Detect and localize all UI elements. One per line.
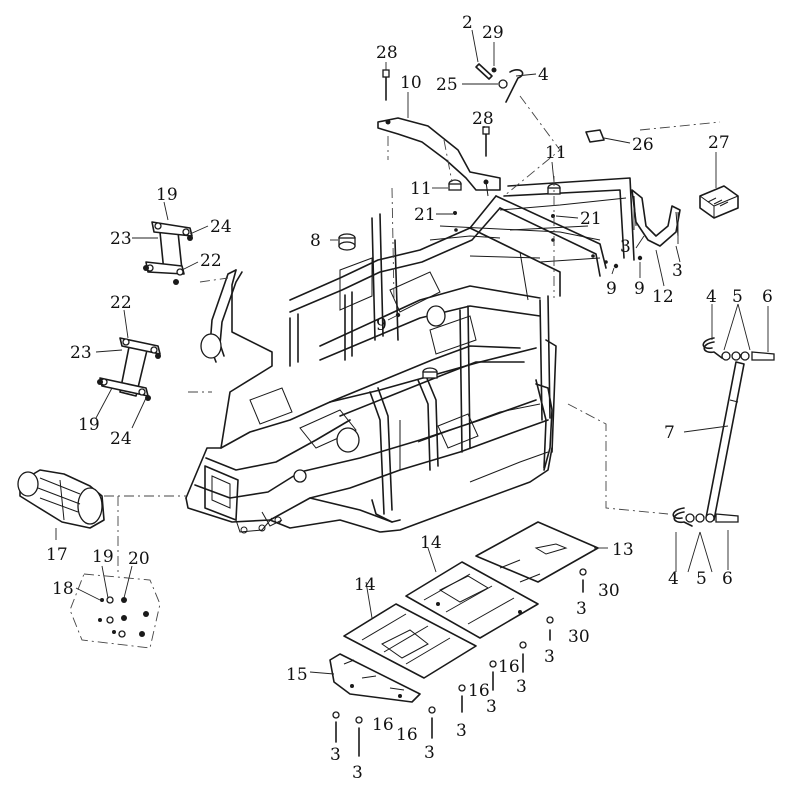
callout-22: 22	[200, 251, 222, 271]
callout-7: 7	[664, 423, 675, 443]
callout-16: 16	[468, 681, 490, 701]
callout-21: 21	[414, 205, 436, 225]
callout-16: 16	[372, 715, 394, 735]
callout-3: 3	[424, 743, 435, 763]
callout-labels: 2 29 4 25 28 10 28 26 11 11 27 21 21 8 1…	[46, 13, 773, 783]
callout-25: 25	[436, 75, 458, 95]
callout-29: 29	[482, 23, 504, 43]
plate-fasteners	[332, 568, 587, 757]
callout-3: 3	[516, 677, 527, 697]
skid-plate-14-lower	[343, 603, 477, 679]
callout-3: 3	[330, 745, 341, 765]
callout-9: 9	[634, 279, 645, 299]
callout-16: 16	[396, 725, 418, 745]
callout-3: 3	[352, 763, 363, 783]
callout-14: 14	[354, 575, 376, 595]
callout-2: 2	[462, 13, 473, 33]
callout-9: 9	[376, 315, 387, 335]
callout-3: 3	[486, 697, 497, 717]
callout-6: 6	[762, 287, 773, 307]
callout-5: 5	[696, 569, 707, 589]
callout-17: 17	[46, 545, 68, 565]
callout-15: 15	[286, 665, 308, 685]
callout-12: 12	[652, 287, 674, 307]
top-fasteners	[338, 63, 643, 379]
callout-4: 4	[538, 65, 549, 85]
callout-26: 26	[632, 135, 654, 155]
callout-5: 5	[732, 287, 743, 307]
callout-24: 24	[210, 217, 232, 237]
callout-23: 23	[70, 343, 92, 363]
rear-bracket-assembly	[631, 185, 739, 247]
leader-lines	[55, 29, 769, 675]
skid-plate-14-upper	[405, 561, 539, 639]
callout-30: 30	[598, 581, 620, 601]
gas-strut-right	[672, 337, 775, 527]
callout-16: 16	[498, 657, 520, 677]
callout-10: 10	[400, 73, 422, 93]
shock-lower	[97, 337, 161, 401]
callout-28: 28	[376, 43, 398, 63]
winch	[17, 469, 105, 529]
callout-3: 3	[672, 261, 683, 281]
callout-23: 23	[110, 229, 132, 249]
winch-hardware-group	[69, 573, 161, 649]
callout-27: 27	[708, 133, 730, 153]
callout-11: 11	[545, 143, 567, 163]
callout-22: 22	[110, 293, 132, 313]
callout-21: 21	[580, 209, 602, 229]
callout-28: 28	[472, 109, 494, 129]
callout-6: 6	[722, 569, 733, 589]
callout-8: 8	[310, 231, 321, 251]
callout-19: 19	[92, 547, 114, 567]
upper-support-bar	[377, 117, 501, 197]
callout-13: 13	[612, 540, 634, 560]
callout-3: 3	[456, 721, 467, 741]
callout-4: 4	[668, 569, 679, 589]
skid-plate-15	[329, 653, 421, 703]
callout-3: 3	[620, 237, 631, 257]
callout-18: 18	[52, 579, 74, 599]
callout-30: 30	[568, 627, 590, 647]
shock-upper	[143, 221, 193, 285]
callout-19: 19	[156, 185, 178, 205]
callout-9: 9	[606, 279, 617, 299]
callout-3: 3	[576, 599, 587, 619]
callout-14: 14	[420, 533, 442, 553]
callout-4: 4	[706, 287, 717, 307]
main-frame	[185, 177, 635, 534]
callout-20: 20	[128, 549, 150, 569]
callout-3: 3	[544, 647, 555, 667]
callout-19: 19	[78, 415, 100, 435]
callout-24: 24	[110, 429, 132, 449]
callout-11: 11	[410, 179, 432, 199]
